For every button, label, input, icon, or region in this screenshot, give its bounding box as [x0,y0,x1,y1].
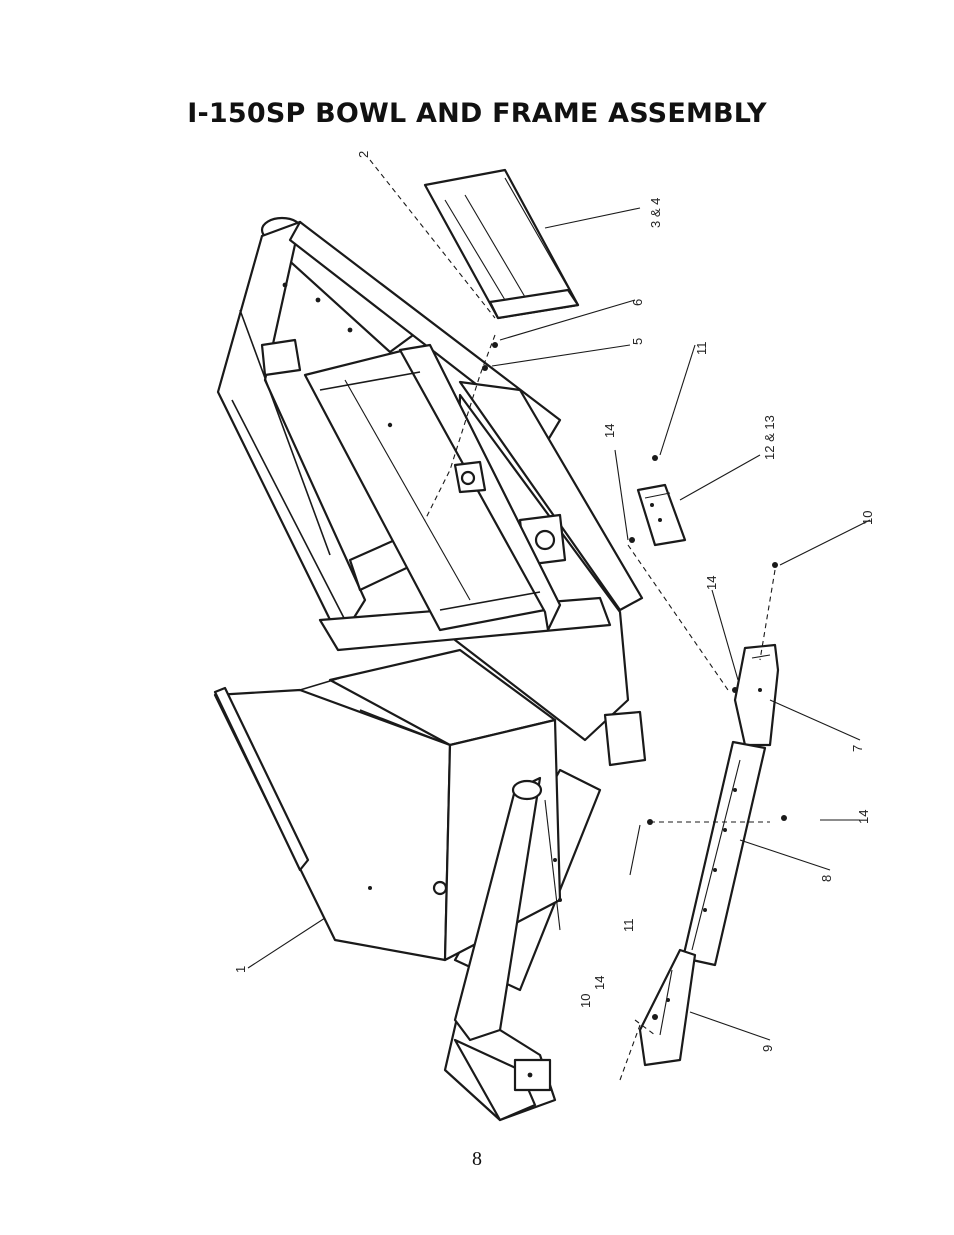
callout-7: 7 [850,745,865,752]
page-number: 8 [472,1148,482,1170]
frame-right-rail [458,380,644,612]
callout-1: 1 [233,966,248,973]
plate-8 [681,740,767,967]
callout-10-bottom: 10 [578,994,593,1008]
hinge-bracket-left [260,338,302,377]
callout-3-4: 3 & 4 [648,198,663,228]
callout-11-bottom: 11 [621,919,636,933]
leader-lines [247,207,871,1041]
callout-11-top: 11 [694,342,709,356]
callout-6: 6 [630,299,645,306]
page-title: I-150SP BOWL AND FRAME ASSEMBLY [187,98,767,129]
callout-14-d: 14 [592,976,607,990]
callout-2: 2 [356,151,371,158]
callout-9: 9 [760,1045,775,1052]
callout-10-top: 10 [860,511,875,525]
callout-5: 5 [630,338,645,345]
callout-14-b: 14 [704,576,719,590]
bowl-lip [213,686,310,872]
frame-bracket-bottom [513,1058,552,1092]
bowl [213,648,562,1042]
callout-12-13: 12 & 13 [762,415,777,460]
bracket-12-13 [636,483,687,547]
callout-14-a: 14 [602,424,617,438]
bowl-front-bar [453,776,542,1042]
cover-plate-3-4 [423,168,580,320]
callout-8: 8 [819,875,834,882]
bracket-7 [733,643,780,747]
center-chute [303,343,562,632]
callout-labels: 1 2 3 & 4 5 6 7 8 9 10 10 11 11 12 & 13 … [233,151,875,1052]
fastener-paths [369,159,787,1081]
hinge-bracket-right [603,710,647,767]
bracket-9 [638,948,697,1067]
callout-14-c: 14 [856,810,871,824]
